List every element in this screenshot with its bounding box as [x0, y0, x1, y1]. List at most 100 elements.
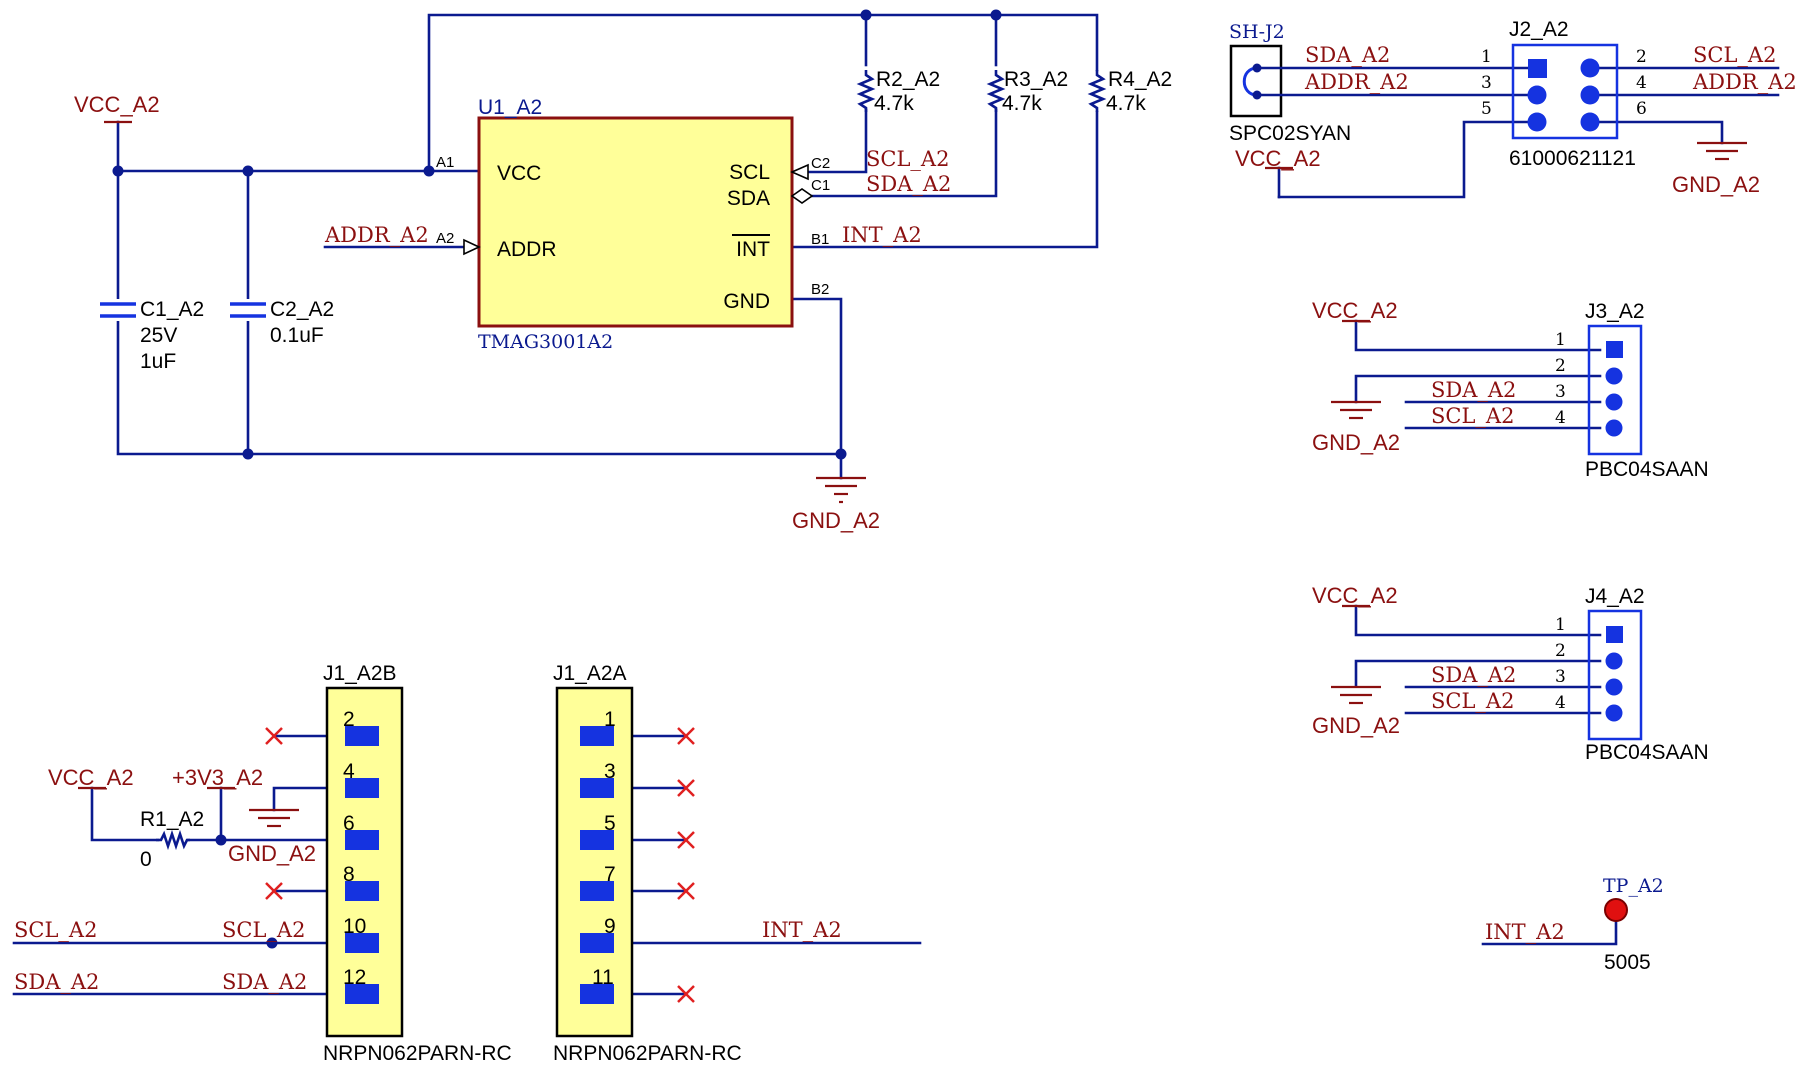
junction-dot	[242, 165, 254, 177]
ground-symbol	[249, 808, 299, 828]
j1a-pinnum-7: 7	[604, 863, 616, 886]
j3-pinnum-3: 3	[1555, 382, 1566, 402]
j2-ref: J2_A2	[1509, 18, 1569, 41]
r4-ref: R4_A2	[1108, 68, 1172, 91]
tp-part: 5005	[1604, 951, 1651, 974]
r1-resistor	[156, 829, 190, 851]
j1a-pad-5	[580, 830, 614, 850]
shunt-ref: SH-J2	[1229, 21, 1285, 43]
j1b-pad-2	[345, 726, 379, 746]
c1-value: 1uF	[140, 350, 176, 373]
j3-net-sda: SDA_A2	[1431, 378, 1516, 402]
j4-ref: J4_A2	[1585, 585, 1645, 608]
j3-block: J3_A2 PBC04SAAN 1 2 3 4 SDA_A2 SCL_A2 VC…	[1312, 298, 1709, 481]
no-connect-x	[265, 727, 283, 745]
j4-gnd-label: GND_A2	[1312, 713, 1400, 738]
c1-rating: 25V	[140, 324, 177, 347]
junction-dot	[835, 448, 847, 460]
j1a-pad-3	[580, 778, 614, 798]
sensor-block: U1_A2 TMAG3001A2 VCC ADDR SCL SDA INT GN…	[74, 9, 1172, 533]
j2-pinnum-4: 4	[1636, 73, 1647, 93]
j1a-block: INT_A2 1 3 5 7 9 11 J1_A2A NRPN062PARN-R…	[553, 662, 922, 1065]
r3-ref: R3_A2	[1004, 68, 1068, 91]
j2-net-sda: SDA_A2	[1305, 43, 1390, 67]
no-connect-x	[265, 882, 283, 900]
j2-vcc-label: VCC_A2	[1235, 146, 1321, 171]
net-label-addr: ADDR_A2	[324, 223, 429, 247]
j2-gnd-label: GND_A2	[1672, 172, 1760, 197]
j1b-pad-12	[345, 984, 379, 1004]
u1-pin-int: INT	[736, 238, 770, 261]
j2-part: 61000621121	[1509, 147, 1636, 170]
j2-pinnum-5: 5	[1481, 99, 1492, 119]
j4-pinnum-4: 4	[1555, 693, 1566, 713]
j2-pad-3	[1527, 85, 1547, 105]
j1b-block: GND_A2 R1_A2 0 VCC_A2 +3V3_A2 SCL_A2 SCL…	[12, 662, 512, 1065]
j1b-pinnum-10: 10	[343, 915, 366, 938]
no-connect-x	[677, 831, 695, 849]
j2-net-addr-right: ADDR_A2	[1692, 70, 1797, 94]
j4-pinnum-1: 1	[1555, 615, 1566, 635]
j1a-pad-9	[580, 933, 614, 953]
r2-value: 4.7k	[874, 92, 914, 115]
j2-pad-4	[1580, 85, 1600, 105]
r4-resistor	[1087, 70, 1107, 112]
j4-part: PBC04SAAN	[1585, 741, 1709, 764]
j1b-pad-4	[345, 778, 379, 798]
j1b-pinnum-8: 8	[343, 863, 355, 886]
junction-dot	[990, 9, 1002, 21]
net-label-sda: SDA_A2	[866, 172, 951, 196]
j2-pad-6	[1580, 112, 1600, 132]
j1a-pinnum-1: 1	[604, 708, 616, 731]
r1-value: 0	[140, 848, 152, 871]
j2-pinnum-6: 6	[1636, 99, 1647, 119]
junction-dot	[112, 165, 124, 177]
vcc-label: VCC_A2	[74, 92, 160, 117]
scl-input-arrow	[790, 163, 809, 181]
j2-pinnum-1: 1	[1481, 47, 1492, 67]
u1-pin-scl: SCL	[729, 161, 770, 184]
j1a-pinnum-11: 11	[592, 966, 614, 989]
j4-pinnum-3: 3	[1555, 667, 1566, 687]
j1b-pinnum-2: 2	[343, 708, 355, 731]
j1b-ref: J1_A2B	[323, 662, 397, 685]
j3-pinnum-1: 1	[1555, 330, 1566, 350]
j3-pad-1	[1606, 341, 1623, 358]
junction-dot	[242, 448, 254, 460]
sda-bidir-arrow	[790, 188, 814, 204]
u1-pin-gnd: GND	[723, 290, 770, 313]
j3-gnd-label: GND_A2	[1312, 430, 1400, 455]
j1b-pad-10	[345, 933, 379, 953]
u1-pinnum-b1: B1	[811, 231, 829, 248]
j4-pinnum-2: 2	[1555, 641, 1566, 661]
u1-pinnum-b2: B2	[811, 281, 829, 298]
r1-ref: R1_A2	[140, 808, 204, 831]
no-connect-x	[677, 779, 695, 797]
ground-symbol	[1331, 685, 1381, 705]
testpoint-pad	[1604, 898, 1628, 922]
u1-body	[477, 116, 794, 328]
j2-pad-1	[1528, 59, 1547, 78]
j4-net-scl: SCL_A2	[1431, 689, 1514, 713]
tp-net-int: INT_A2	[1485, 920, 1565, 944]
j1a-pad-1	[580, 726, 614, 746]
j3-pad-4	[1605, 419, 1623, 437]
u1-pinnum-a1: A1	[436, 154, 454, 171]
junction-dot	[423, 165, 435, 177]
r2-ref: R2_A2	[876, 68, 940, 91]
gnd-label: GND_A2	[792, 508, 880, 533]
j4-pad-1	[1606, 626, 1623, 643]
no-connect-x	[677, 985, 695, 1003]
c1-ref: C1_A2	[140, 298, 204, 321]
r2-resistor	[856, 70, 876, 112]
j1a-pad-11	[580, 984, 614, 1004]
c2-value: 0.1uF	[270, 324, 324, 347]
c2-ref: C2_A2	[270, 298, 334, 321]
j2-block: SH-J2 SPC02SYAN J2_A2 61000621121 1 2 3 …	[1229, 18, 1797, 199]
j4-net-sda: SDA_A2	[1431, 663, 1516, 687]
j4-body	[1587, 609, 1643, 741]
j1b-3v3-label: +3V3_A2	[172, 765, 263, 790]
j1b-vcc-label: VCC_A2	[48, 765, 134, 790]
j2-pinnum-2: 2	[1636, 47, 1647, 67]
